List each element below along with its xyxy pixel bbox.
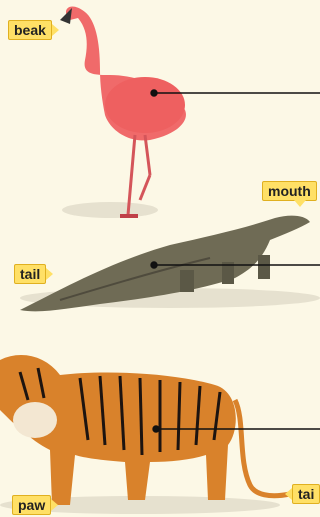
paw-label: paw bbox=[12, 495, 51, 515]
flamingo-illustration bbox=[60, 7, 186, 218]
crocodile-leader-dot bbox=[151, 262, 157, 268]
tiger-tail-label: tai bbox=[292, 484, 320, 504]
crocodile-tail-label: tail bbox=[14, 264, 46, 284]
mouth-label: mouth bbox=[262, 181, 317, 201]
flamingo-leader-dot bbox=[151, 90, 157, 96]
tiger-illustration bbox=[0, 355, 290, 514]
beak-label: beak bbox=[8, 20, 52, 40]
crocodile-illustration bbox=[20, 216, 320, 312]
tiger-leader-dot bbox=[153, 426, 159, 432]
